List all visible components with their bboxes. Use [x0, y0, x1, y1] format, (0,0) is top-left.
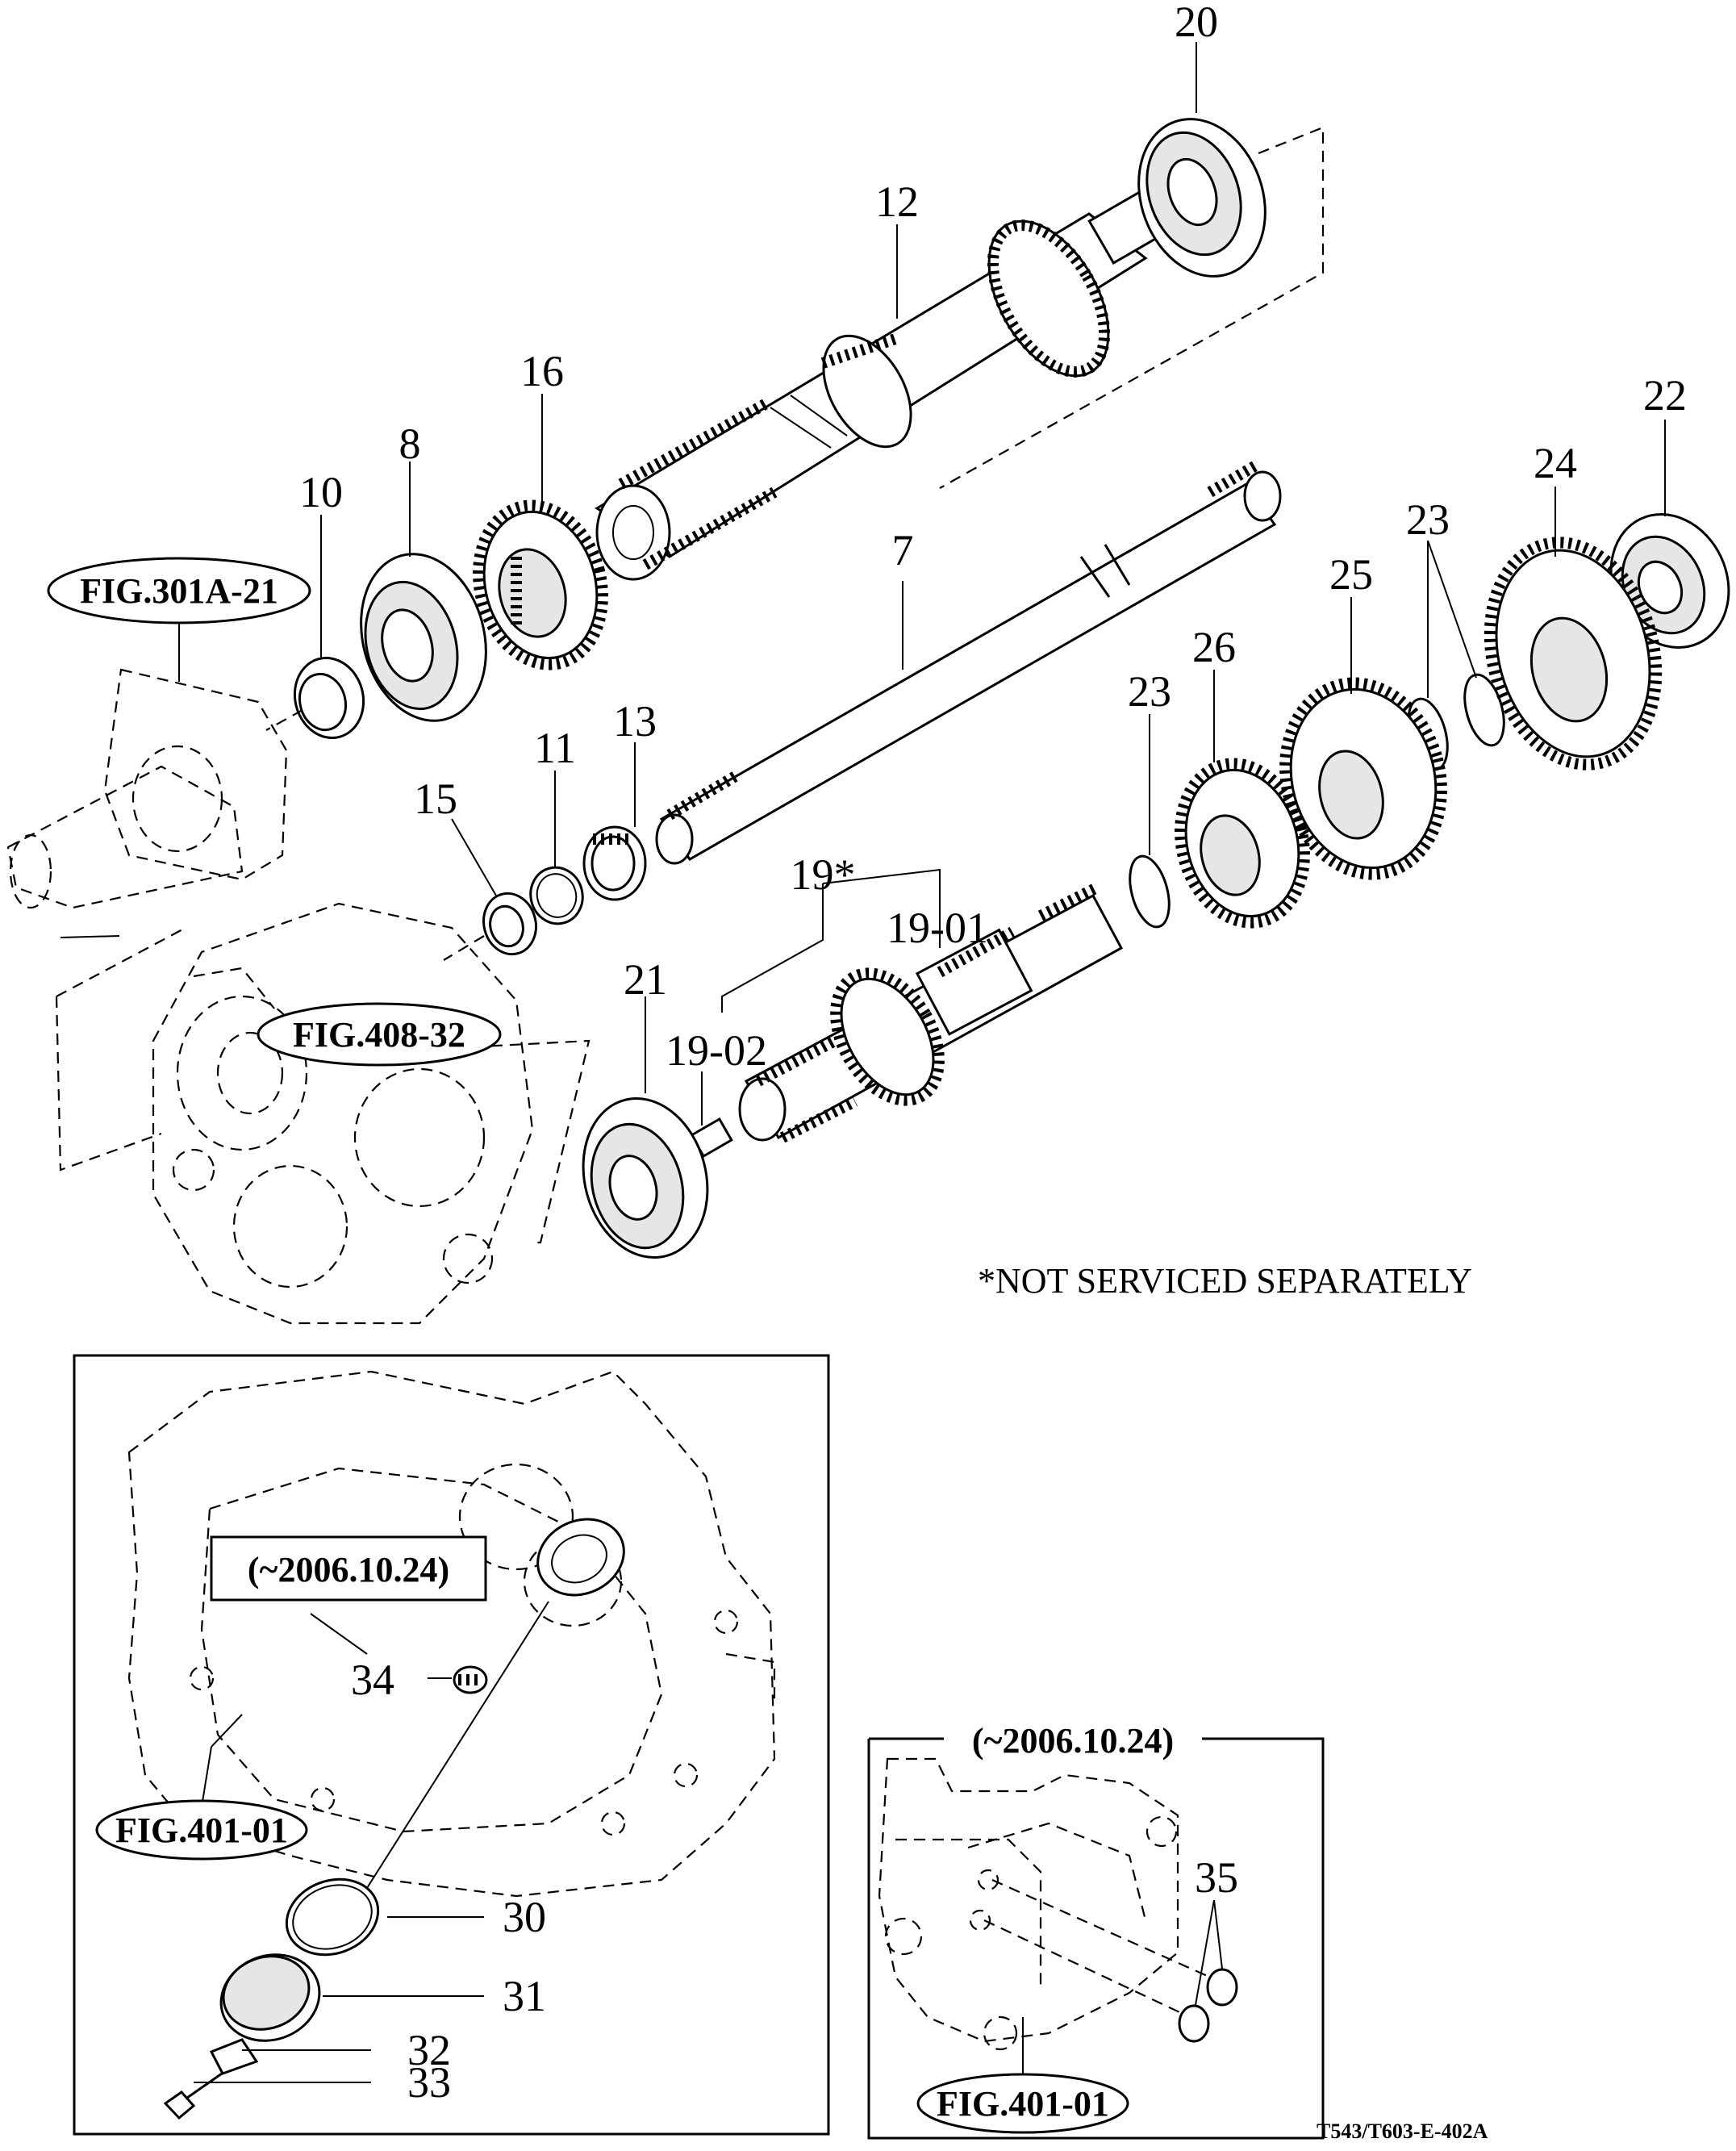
drawing-code: T543/T603-E-402A [1317, 2120, 1488, 2143]
plug-34 [453, 1665, 488, 1694]
label-part-7: 7 [892, 526, 914, 574]
needle-bearing-13 [582, 825, 647, 901]
label-part-19-01: 19-01 [887, 904, 988, 952]
phantom-outlines [6, 126, 1325, 1325]
label-part-35: 35 [1195, 1853, 1238, 1902]
leader-lines [60, 42, 1666, 1126]
date-label-left: (~2006.10.24) [248, 1550, 449, 1589]
bolt-33 [163, 2072, 223, 2120]
label-part-10: 10 [299, 468, 343, 516]
seal-15 [443, 892, 537, 961]
label-part-8: 8 [399, 420, 421, 468]
countershaft-7 [655, 458, 1282, 865]
plate-32 [209, 2038, 259, 2075]
date-box-left: (~2006.10.24) [210, 1535, 487, 1602]
label-part-11: 11 [534, 724, 576, 772]
fig-401-right-callout[interactable]: FIG.401-01 [916, 2073, 1129, 2134]
bearing-8 [360, 553, 487, 722]
part-labels: 20 12 16 8 10 22 24 23 25 7 26 23 11 13 … [299, 0, 1687, 2107]
inset-right [867, 1737, 1325, 2140]
label-part-22: 22 [1643, 371, 1687, 420]
ring-11 [529, 866, 584, 925]
gear-25 [1279, 677, 1447, 880]
label-part-21: 21 [624, 955, 667, 1004]
label-part-23-lower: 23 [1128, 667, 1171, 716]
label-part-34: 34 [351, 1656, 394, 1704]
date-label-right: (~2006.10.24) [972, 1721, 1174, 1760]
label-part-19-02: 19-02 [666, 1026, 767, 1075]
label-part-20: 20 [1175, 0, 1218, 46]
fig-301a-callout[interactable]: FIG.301A-21 [47, 557, 311, 624]
label-part-13: 13 [613, 697, 657, 746]
label-part-26: 26 [1192, 623, 1236, 671]
circlip-30 [285, 1877, 380, 1957]
label-part-31: 31 [503, 1972, 546, 2020]
label-part-32: 32 [407, 2026, 451, 2074]
date-box-right: (~2006.10.24) [972, 1721, 1174, 1760]
input-shaft-19 [738, 882, 1124, 1143]
gear-26 [1175, 758, 1310, 929]
label-part-30: 30 [503, 1893, 546, 1941]
label-part-15: 15 [414, 775, 457, 823]
label-part-19: 19* [791, 850, 856, 899]
plugs-35 [1178, 1968, 1238, 2043]
circlip-23-lower [1129, 854, 1171, 929]
seal-10 [265, 656, 365, 740]
fig-408-label: FIG.408-32 [293, 1015, 465, 1055]
inset-left [73, 1354, 830, 2136]
fig-401-left-callout[interactable]: FIG.401-01 [95, 1799, 308, 1861]
label-part-16: 16 [520, 347, 564, 395]
fig-401-right-label: FIG.401-01 [937, 2084, 1109, 2124]
label-part-12: 12 [875, 178, 919, 226]
label-part-24: 24 [1534, 439, 1577, 487]
fig-401-left-label: FIG.401-01 [115, 1811, 288, 1850]
fig-301a-label: FIG.301A-21 [80, 571, 278, 611]
upper-shaft-12 [595, 186, 1171, 581]
label-part-23-upper: 23 [1406, 495, 1450, 544]
bearing-21 [582, 1096, 709, 1259]
bearing-20 [1137, 118, 1267, 278]
label-part-25: 25 [1329, 550, 1373, 599]
gear-16 [473, 499, 608, 670]
not-serviced-note: *NOT SERVICED SEPARATELY [978, 1261, 1472, 1301]
label-part-33: 33 [407, 2058, 451, 2107]
cap-31 [219, 1953, 321, 2042]
fig-408-callout[interactable]: FIG.408-32 [257, 1002, 502, 1067]
gear-24 [1484, 537, 1663, 771]
